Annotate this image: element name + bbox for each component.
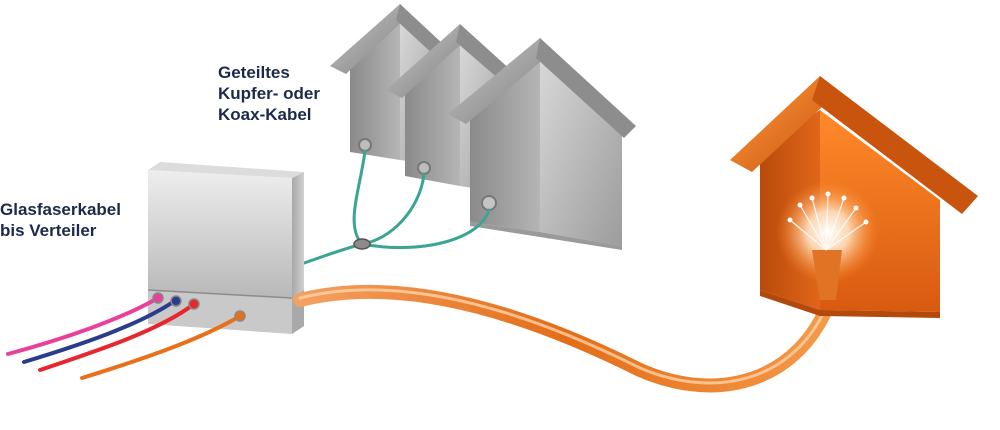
label-fiber-line-1: Glasfaserkabel (0, 200, 121, 219)
gray-house-3 (448, 38, 636, 250)
label-copper-coax: Geteiltes Kupfer- oder Koax-Kabel (218, 62, 320, 125)
label-fiber-to-distributor: Glasfaserkabel bis Verteiler (0, 199, 121, 241)
label-copper-line-3: Koax-Kabel (218, 105, 312, 124)
input-cables (6, 296, 242, 380)
main-fiber-cable (293, 284, 837, 393)
label-copper-line-1: Geteiltes (218, 63, 290, 82)
label-fiber-line-2: bis Verteiler (0, 221, 97, 240)
coax-splitter (353, 238, 371, 250)
cable-ports (152, 292, 246, 322)
fiber-bundle-glow (776, 180, 880, 300)
distribution-box (147, 162, 304, 334)
label-copper-line-2: Kupfer- oder (218, 84, 320, 103)
